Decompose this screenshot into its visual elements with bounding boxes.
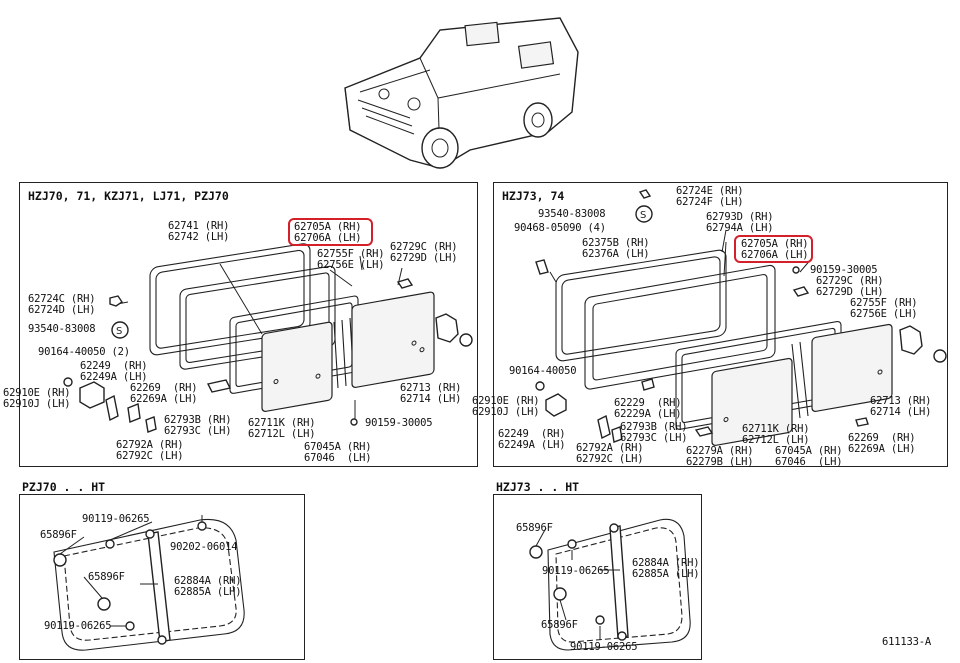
tr-label-90164: 90164-40050 <box>509 365 577 377</box>
highlight-box-tr <box>734 235 813 263</box>
tr-label-62269: 62269 (RH) 62269A (LH) <box>848 432 916 455</box>
tr-label-62229: 62229 (RH) 62229A (LH) <box>614 397 682 420</box>
tr-label-62249: 62249 (RH) 62249A (LH) <box>498 428 566 451</box>
tr-label-62713: 62713 (RH) 62714 (LH) <box>870 395 932 418</box>
tl-label-62724C: 62724C (RH) 62724D (LH) <box>28 293 96 316</box>
bl-label-65896F-mid: 65896F <box>88 571 125 583</box>
bl-label-90119-top: 90119-06265 <box>82 513 150 525</box>
tr-label-62279A: 62279A (RH) 62279B (LH) <box>686 445 754 468</box>
tl-title: HZJ70, 71, KZJ71, LJ71, PZJ70 <box>28 189 229 203</box>
panel-bottom-left <box>19 494 305 660</box>
br-label-62884A: 62884A (RH) 62885A (LH) <box>632 557 700 580</box>
panel-top-right <box>493 182 948 467</box>
tr-label-62711K: 62711K (RH) 62712L (LH) <box>742 423 810 446</box>
tr-label-62375B: 62375B (RH) 62376A (LH) <box>582 237 650 260</box>
panel-top-left <box>19 182 478 467</box>
br-title: HZJ73 . . HT <box>496 480 580 494</box>
tl-label-62910E: 62910E (RH) 62910J (LH) <box>3 387 71 410</box>
bl-label-90119-bot: 90119-06265 <box>44 620 112 632</box>
tl-label-62792A: 62792A (RH) 62792C (LH) <box>116 439 184 462</box>
tl-label-62713: 62713 (RH) 62714 (LH) <box>400 382 462 405</box>
tr-label-62793B: 62793B (RH) 62793C (LH) <box>620 421 688 444</box>
svg-text:S: S <box>116 326 122 337</box>
br-label-65896F-top: 65896F <box>516 522 553 534</box>
tr-label-90468: 90468-05090 (4) <box>514 222 606 234</box>
br-label-90119-bot: 90119-06265 <box>570 641 638 653</box>
br-label-90119-mid: 90119-06265 <box>542 565 610 577</box>
vehicle-illustration <box>344 17 579 169</box>
tr-parts: S <box>535 189 947 446</box>
tl-label-62711K: 62711K (RH) 62712L (LH) <box>248 417 316 440</box>
tl-label-62793B: 62793B (RH) 62793C (LH) <box>164 414 232 437</box>
bl-label-90202: 90202-06014 <box>170 541 238 553</box>
tl-parts: S <box>63 243 473 433</box>
tl-label-93540: 93540-83008 <box>28 323 96 335</box>
reference-code: 611133-A <box>882 636 931 648</box>
tl-label-90164: 90164-40050 (2) <box>38 346 130 358</box>
bl-label-65896F-top: 65896F <box>40 529 77 541</box>
br-label-65896F-bot: 65896F <box>541 619 578 631</box>
tl-label-62269: 62269 (RH) 62269A (LH) <box>130 382 198 405</box>
tl-label-90159: 90159-30005 <box>365 417 433 429</box>
tr-label-62705A: 62705A (RH) 62706A (LH) <box>741 238 809 261</box>
tr-label-62793D: 62793D (RH) 62794A (LH) <box>706 211 774 234</box>
bl-parts <box>53 515 245 651</box>
tl-label-67045A: 67045A (RH) 67046 (LH) <box>304 441 372 464</box>
bl-title: PZJ70 . . HT <box>22 480 106 494</box>
tl-label-62741: 62741 (RH) 62742 (LH) <box>168 220 230 243</box>
tl-label-62755F: 62755F (RH) 62756E (LH) <box>317 248 385 271</box>
tr-label-93540: 93540-83008 <box>538 208 606 220</box>
tl-label-62729C: 62729C (RH) 62729D (LH) <box>390 241 458 264</box>
tr-label-62724E: 62724E (RH) 62724F (LH) <box>676 185 744 208</box>
panel-bottom-right <box>493 494 702 660</box>
svg-text:S: S <box>640 210 646 221</box>
tr-label-62792A: 62792A (RH) 62792C (LH) <box>576 442 644 465</box>
tr-label-62729C: 62729C (RH) 62729D (LH) <box>816 275 884 298</box>
tl-label-62705A: 62705A (RH) 62706A (LH) <box>294 221 362 244</box>
br-parts <box>529 518 691 651</box>
tr-label-62755F: 62755F (RH) 62756E (LH) <box>850 297 918 320</box>
tl-label-62249: 62249 (RH) 62249A (LH) <box>80 360 148 383</box>
tr-label-62910E: 62910E (RH) 62910J (LH) <box>472 395 540 418</box>
tr-label-67045A: 67045A (RH) 67046 (LH) <box>775 445 843 468</box>
tr-title: HZJ73, 74 <box>502 189 565 203</box>
bl-label-62884A: 62884A (RH) 62885A (LH) <box>174 575 242 598</box>
highlight-box-tl <box>288 218 373 246</box>
tr-label-90159: 90159-30005 <box>810 264 878 276</box>
